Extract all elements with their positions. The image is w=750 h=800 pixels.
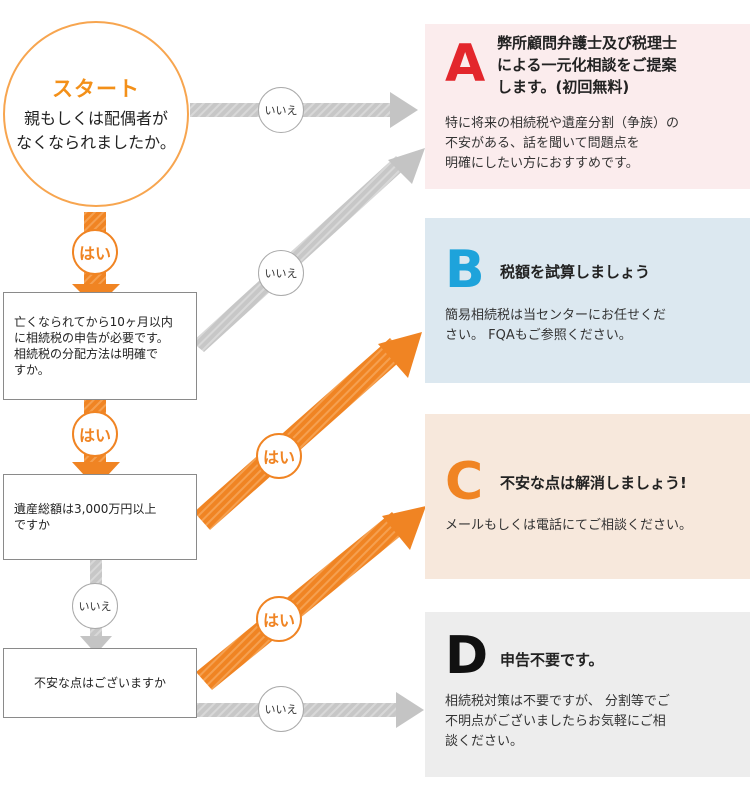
panel-a-heading: 弊所顧問弁護士及び税理士 による一元化相談をご提案 します。(初回無料)	[497, 34, 678, 96]
q3-line1: 遺産総額は3,000万円以上	[14, 502, 157, 516]
question-box-q3: 遺産総額は3,000万円以上 ですか	[3, 474, 197, 560]
q2-line2: に相続税の申告が必要です。	[14, 331, 169, 345]
start-circle: スタート 親もしくは配偶者が なくなられましたか。	[3, 21, 189, 207]
no-label-q2: いいえ	[258, 250, 304, 296]
question-box-q4: 不安な点はございますか	[3, 648, 197, 718]
panel-c-body: メールもしくは電話にてご相談ください。	[445, 518, 693, 533]
panel-d-heading: 申告不要です。	[500, 651, 604, 669]
q2-line1: 亡くなられてから10ヶ月以内	[14, 315, 173, 329]
q4-text: 不安な点はございますか	[33, 676, 166, 690]
q3-line2: ですか	[14, 518, 51, 532]
result-panel-d: D 申告不要です。 相続税対策は不要ですが、 分割等でご 不明点がございましたら…	[425, 612, 750, 777]
yes-label-q3: はい	[256, 433, 302, 479]
start-question: 親もしくは配偶者が なくなられましたか。	[16, 107, 176, 155]
no-label-q4: いいえ	[258, 686, 304, 732]
result-panel-c: C 不安な点は解消しましょう! メールもしくは電話にてご相談ください。	[425, 414, 750, 579]
panel-a-body: 特に将来の相続税や遺産分割（争族）の 不安がある、話を聞いて問題点を 明確にした…	[445, 116, 680, 171]
question-box-q2: 亡くなられてから10ヶ月以内 に相続税の申告が必要です。 相続税の分配方法は明確…	[3, 292, 197, 400]
panel-d-body: 相続税対策は不要ですが、 分割等でご 不明点がございましたらお気軽にご相 談くだ…	[445, 694, 670, 749]
no-label-start: いいえ	[258, 87, 304, 133]
result-panel-b: B 税額を試算しましょう 簡易相続税は当センターにお任せくだ さい。 FQAもご…	[425, 218, 750, 383]
panel-c-letter: C	[445, 452, 484, 512]
arrow-q3-to-b	[194, 332, 422, 530]
panel-a-letter: A	[445, 34, 486, 94]
yes-label-q4: はい	[256, 596, 302, 642]
panel-b-heading: 税額を試算しましょう	[500, 263, 651, 281]
start-title: スタート	[52, 77, 140, 101]
arrow-q2-to-a	[192, 148, 425, 352]
q2-line4: すか。	[14, 363, 50, 377]
yes-label-q2: はい	[72, 411, 118, 457]
arrow-q4-to-c	[196, 506, 426, 690]
panel-b-letter: B	[445, 240, 485, 300]
panel-c-heading: 不安な点は解消しましょう!	[500, 474, 687, 492]
arrow-start-to-a	[190, 92, 418, 128]
q2-line3: 相続税の分配方法は明確で	[14, 347, 159, 361]
start-question-line2: なくなられましたか。	[16, 133, 176, 152]
result-panel-a: A 弊所顧問弁護士及び税理士 による一元化相談をご提案 します。(初回無料) 特…	[425, 24, 750, 189]
start-question-line1: 親もしくは配偶者が	[23, 109, 168, 128]
no-label-q3: いいえ	[72, 583, 118, 629]
panel-b-body: 簡易相続税は当センターにお任せくだ さい。 FQAもご参照ください。	[445, 308, 667, 343]
arrow-q4-to-d	[196, 692, 424, 728]
yes-label-start: はい	[72, 229, 118, 275]
panel-d-letter: D	[445, 626, 489, 686]
